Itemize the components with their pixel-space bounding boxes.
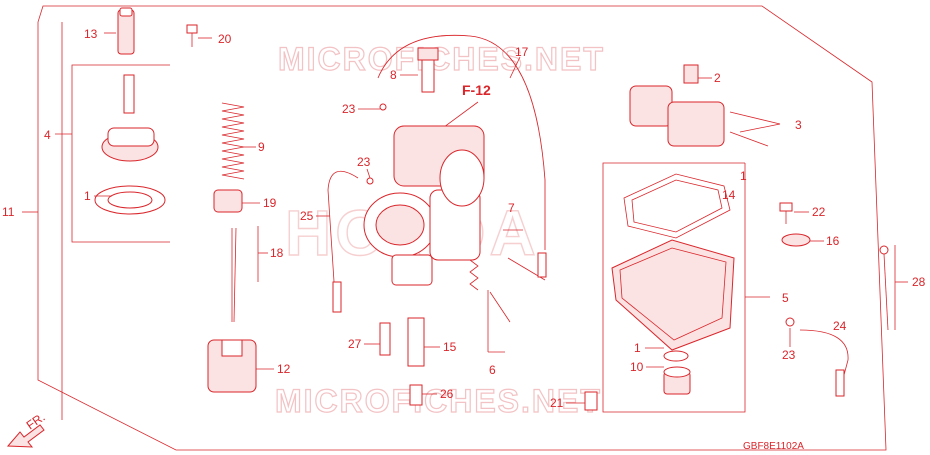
diagram-frame [37, 5, 887, 451]
part-14-float-chamber-gasket [623, 173, 731, 239]
part-23-clip-c [785, 317, 795, 327]
part-24-overflow-tube [799, 329, 849, 391]
callout-9: 9 [258, 140, 265, 154]
callout-19: 19 [263, 196, 277, 210]
carburetor-body [363, 125, 485, 286]
callout-15: 15 [443, 340, 457, 354]
callout-13: 13 [84, 27, 98, 41]
part-24-tube-end [835, 369, 845, 397]
part-16-clamp [781, 233, 811, 247]
leader-f12 [439, 101, 479, 131]
leader-3 [729, 111, 781, 125]
callout-4: 4 [44, 128, 51, 142]
drawing-code: GBF8E1102A [743, 441, 804, 452]
callout-11: 11 [2, 205, 15, 219]
part-drain-plug [663, 366, 691, 395]
callout-25: 25 [300, 209, 314, 223]
watermark-bottom: MICROFICHES.NET [275, 383, 602, 419]
callout-7: 7 [508, 201, 515, 215]
part-22-screw [779, 202, 793, 224]
part-20-screw [186, 24, 198, 47]
group-box-5 [602, 162, 746, 413]
part-21-screw [584, 391, 598, 411]
callout-21: 21 [550, 396, 564, 410]
part-9-throttle-spring [221, 102, 245, 180]
callout-10: 10 [630, 360, 644, 374]
callout-3: 3 [795, 118, 802, 132]
part-12-throttle-valve [207, 339, 257, 393]
front-arrow-label: FR. [24, 410, 48, 433]
callout-16: 16 [826, 234, 840, 248]
part-8-choke-plunger [417, 47, 439, 93]
callout-23: 23 [357, 155, 371, 169]
part-10-o-ring [663, 350, 689, 362]
callout-1: 1 [740, 169, 747, 183]
part-13-air-screw-spring [117, 7, 135, 55]
part-25-tube-end [332, 281, 342, 313]
leader-17 [509, 56, 521, 79]
part-17-tube-end [537, 252, 547, 278]
callout-17: 17 [515, 45, 529, 59]
part-15-needle-jet [407, 317, 425, 367]
part-7-idle-screw-spring [469, 259, 479, 291]
callout-18: 18 [270, 246, 284, 260]
part-6-throttle-stop-screw [489, 291, 511, 323]
callout-12: 12 [277, 362, 291, 376]
callout-24: 24 [833, 319, 847, 333]
part-23-clip-a [379, 103, 387, 111]
callout-2: 2 [714, 71, 721, 85]
leader-23b [366, 168, 371, 179]
callout-5: 5 [782, 291, 789, 305]
part-14-gasket-inner [631, 179, 723, 233]
callout-6: 6 [489, 363, 496, 377]
callout-14: 14 [722, 188, 736, 202]
callout-20: 20 [218, 32, 232, 46]
part-17-vent-tube-outline [377, 34, 546, 250]
part-28-float-valve [879, 245, 889, 331]
callout-23: 23 [342, 102, 356, 116]
callout-27: 27 [348, 337, 362, 351]
part-25-drain-tube [327, 170, 359, 313]
callout-8: 8 [390, 68, 397, 82]
front-direction-arrow: FR. [6, 410, 48, 448]
part-3-float [629, 85, 769, 147]
part-5-float-chamber [611, 239, 735, 351]
callout-28: 28 [912, 275, 926, 289]
part-2-float-pin [683, 64, 699, 84]
part-23-clip-b [366, 177, 374, 185]
part-27-jet [379, 322, 391, 356]
callout-1: 1 [634, 341, 641, 355]
part-26-main-jet [409, 384, 423, 406]
callout-23: 23 [782, 348, 796, 362]
leader-3b [739, 123, 781, 133]
watermark-top: MICROFICHES.NET [278, 41, 605, 77]
callout-1: 1 [84, 189, 91, 203]
callout-26: 26 [440, 387, 454, 401]
callout-22: 22 [812, 205, 826, 219]
part-19-needle-holder [213, 189, 243, 213]
part-4-top-cap [94, 74, 166, 215]
part-18-jet-needle [231, 227, 237, 323]
group-box-4 [71, 64, 170, 243]
reference-label: F-12 [462, 82, 491, 98]
